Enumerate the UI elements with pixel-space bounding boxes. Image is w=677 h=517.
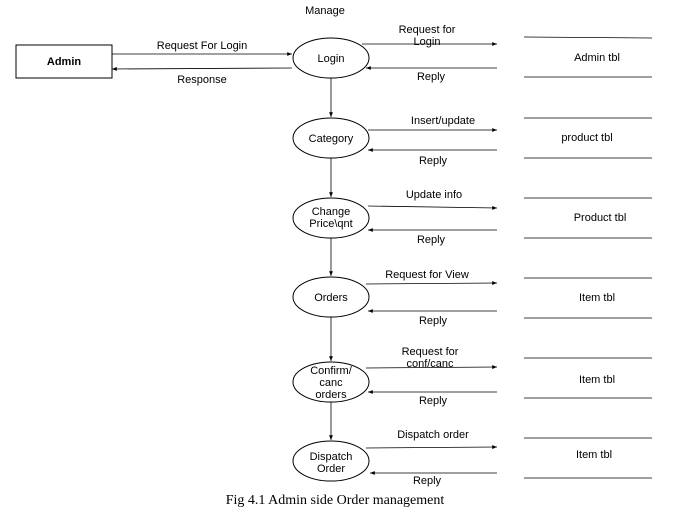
process-change-price-line1: Change bbox=[312, 206, 351, 218]
process-login: Login bbox=[292, 37, 370, 79]
flow-orders-out-label: Request for View bbox=[385, 269, 469, 281]
flow-dispatch-out-arrow bbox=[365, 445, 498, 449]
flow-change-price-reply-label: Reply bbox=[417, 234, 446, 246]
process-change-price: Change Price\qnt bbox=[292, 197, 370, 239]
datastore-item-tbl-1: Item tbl bbox=[524, 277, 652, 319]
process-orders: Orders bbox=[292, 276, 370, 318]
flow-confirm-out-arrow bbox=[365, 365, 498, 369]
datastore-product-tbl-2: Product tbl bbox=[524, 197, 652, 239]
flow-category-reply-label: Reply bbox=[419, 155, 448, 167]
datastore-product-tbl-1-label: product tbl bbox=[561, 132, 612, 144]
process-confirm-cancel-line3: orders bbox=[315, 389, 347, 401]
flow-orders-reply-label: Reply bbox=[419, 315, 448, 327]
flow-response-arrow bbox=[111, 67, 293, 71]
process-confirm-cancel-line1: Confirm/ bbox=[310, 365, 353, 377]
flow-confirm-out-line2: conf/canc bbox=[406, 358, 454, 370]
datastore-product-tbl-2-label: Product tbl bbox=[574, 212, 627, 224]
top-label: Manage bbox=[305, 5, 345, 17]
datastore-item-tbl-2-label: Item tbl bbox=[579, 374, 615, 386]
datastore-item-tbl-2: Item tbl bbox=[524, 357, 652, 399]
datastore-admin-tbl: Admin tbl bbox=[523, 36, 653, 78]
process-dispatch-line1: Dispatch bbox=[310, 451, 353, 463]
datastore-item-tbl-3: Item tbl bbox=[524, 437, 652, 479]
process-dispatch: Dispatch Order bbox=[292, 440, 370, 482]
flow-response-label: Response bbox=[177, 74, 227, 86]
flow-change-price-out-arrow bbox=[367, 205, 498, 210]
process-login-label: Login bbox=[318, 53, 345, 65]
process-category: Category bbox=[292, 117, 370, 159]
flow-login-out-line2: Login bbox=[414, 36, 441, 48]
process-confirm-cancel-line2: canc bbox=[319, 377, 343, 389]
flow-category-out-label: Insert/update bbox=[411, 115, 475, 127]
flow-dispatch-out-label: Dispatch order bbox=[397, 429, 469, 441]
flow-orders-out-arrow bbox=[365, 281, 498, 285]
process-category-label: Category bbox=[309, 133, 354, 145]
process-dispatch-line2: Order bbox=[317, 463, 345, 475]
flow-confirm-out-line1: Request for bbox=[402, 346, 459, 358]
datastore-admin-tbl-label: Admin tbl bbox=[574, 52, 620, 64]
process-change-price-line2: Price\qnt bbox=[309, 218, 352, 230]
figure-caption: Fig 4.1 Admin side Order management bbox=[226, 493, 445, 508]
flow-confirm-reply-label: Reply bbox=[419, 395, 448, 407]
flow-login-out-line1: Request for bbox=[399, 24, 456, 36]
process-orders-label: Orders bbox=[314, 292, 348, 304]
datastore-product-tbl-1: product tbl bbox=[524, 117, 652, 159]
flow-login-reply-label: Reply bbox=[417, 71, 446, 83]
datastore-item-tbl-1-label: Item tbl bbox=[579, 292, 615, 304]
process-confirm-cancel: Confirm/ canc orders bbox=[292, 361, 370, 403]
datastore-item-tbl-3-label: Item tbl bbox=[576, 449, 612, 461]
admin-entity-box bbox=[15, 44, 113, 79]
flow-request-login-label: Request For Login bbox=[157, 40, 248, 52]
flow-dispatch-reply-label: Reply bbox=[413, 475, 442, 487]
admin-entity-label: Admin bbox=[47, 56, 82, 68]
flow-change-price-out-label: Update info bbox=[406, 189, 462, 201]
